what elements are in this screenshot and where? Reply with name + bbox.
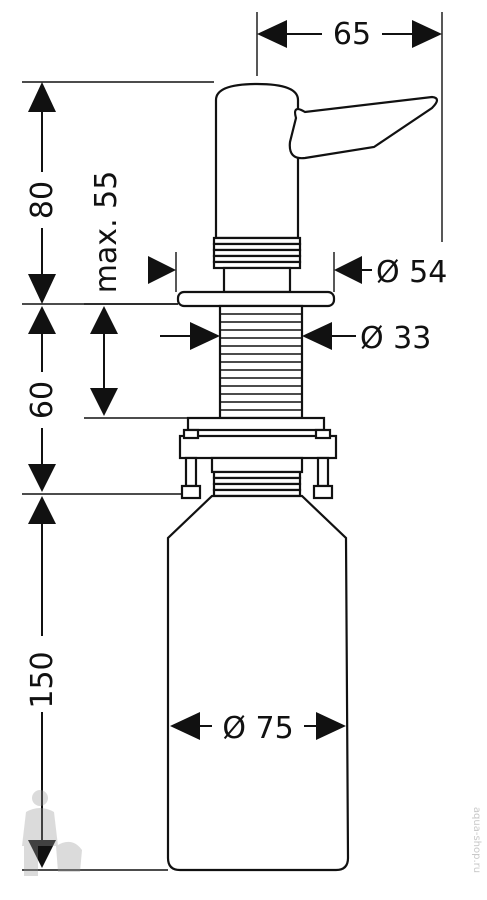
pump-head (214, 82, 300, 240)
dimension-total-width: 65 (256, 12, 443, 242)
dimension-max-counter: max. 55 (84, 171, 188, 419)
label-cap-diameter: Ø 54 (376, 255, 447, 290)
clamp-plate (186, 416, 326, 432)
pump-lever (288, 95, 439, 160)
watermark-text: aqua-shop.ru (471, 807, 482, 873)
bolt-right (312, 428, 334, 500)
label-bottle-height: 150 (25, 651, 60, 708)
soap-bottle (166, 494, 350, 872)
lower-threads (212, 470, 302, 498)
cap-flange (176, 290, 336, 308)
dimension-bottle-height: 150 (22, 496, 168, 871)
dimension-bottle-diameter: Ø 75 (170, 711, 346, 746)
label-max-counter: max. 55 (89, 171, 124, 294)
label-shaft-length: 60 (25, 381, 60, 419)
label-dispenser-height: 80 (25, 181, 60, 219)
label-shaft-diameter: Ø 33 (360, 321, 431, 356)
watermark-plumber-logo (22, 790, 82, 876)
pump-neck (222, 266, 292, 294)
bolt-left (180, 428, 202, 500)
dimension-shaft-diameter: Ø 33 (160, 321, 431, 356)
lower-nut (210, 456, 304, 474)
label-total-width: 65 (333, 17, 371, 52)
dimension-cap-diameter: Ø 54 (148, 252, 447, 292)
dimension-shaft-length: 60 (22, 306, 182, 495)
shaft-threads (220, 313, 302, 411)
clamp-bracket (178, 434, 338, 460)
dispenser-assembly (166, 82, 439, 872)
label-bottle-diameter: Ø 75 (222, 711, 293, 746)
dimension-dispenser-height: 80 (22, 81, 214, 305)
head-collar-threads (212, 236, 302, 270)
